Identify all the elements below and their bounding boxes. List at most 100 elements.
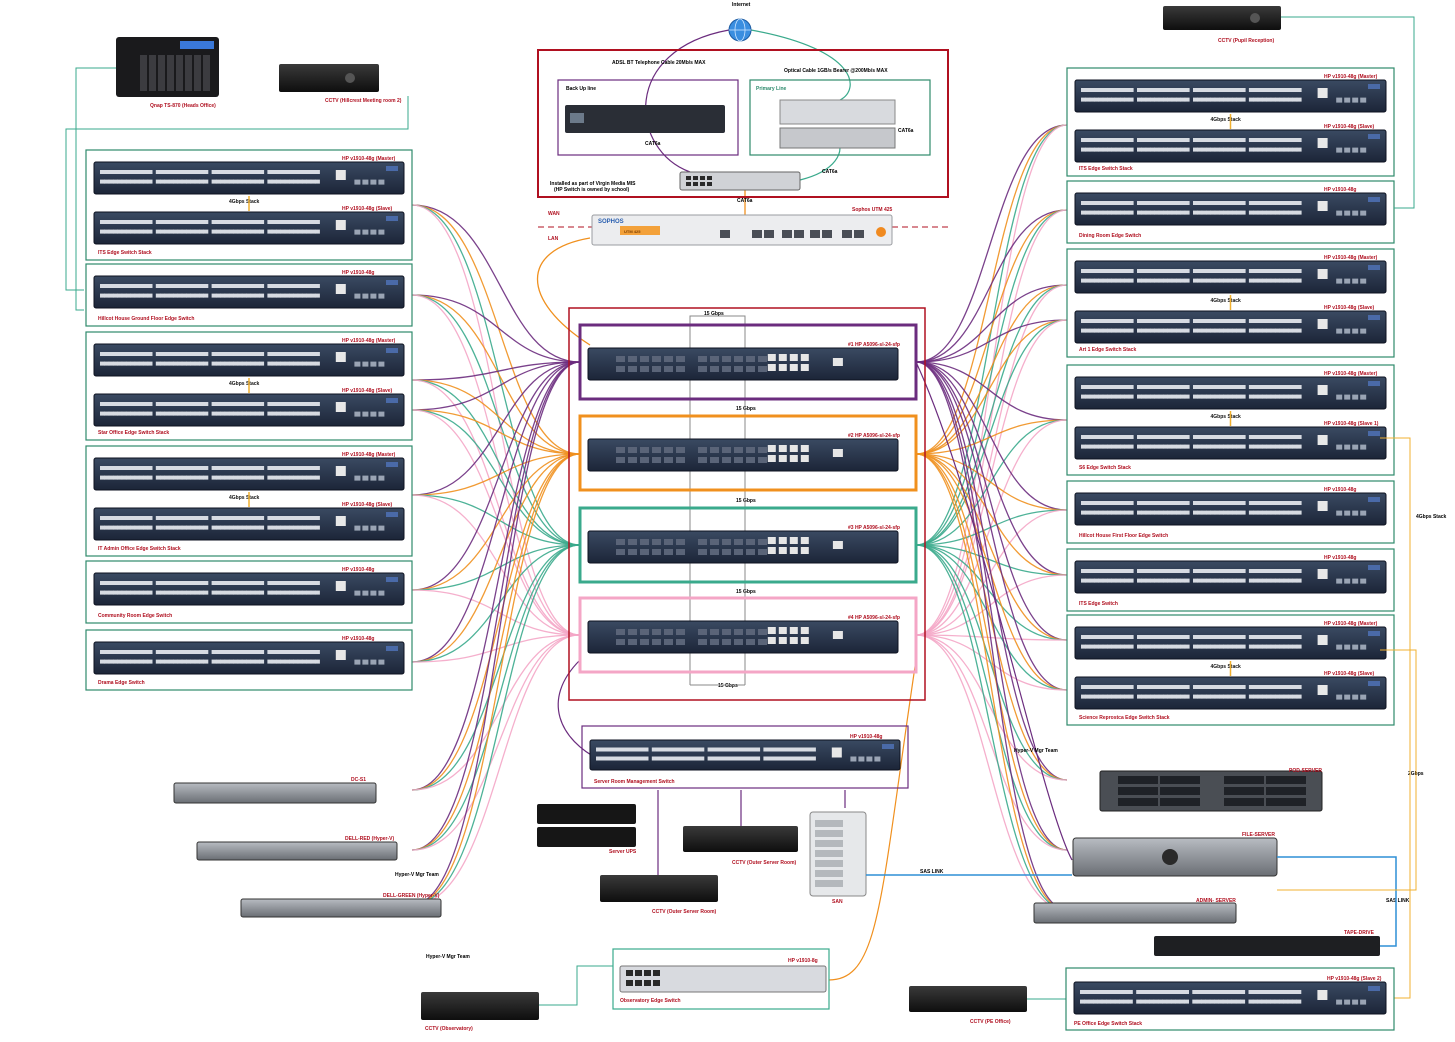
pe-switch-model: HP v1910-48g (Slave 2) [1327, 976, 1382, 982]
right-switch-2-1 [1074, 192, 1387, 226]
optical-label: Optical Cable 1GB/s Bearer @200Mb/s MAX [784, 68, 888, 74]
mgmt-switch [589, 739, 901, 771]
right-group-1: HP v1910-48g (Master)HP v1910-48g (Slave… [1066, 67, 1395, 177]
left-switch-label-3-1: HP v1910-48g (Master) [342, 338, 396, 344]
core-gbps-bottom: 15 Gbps [718, 683, 738, 689]
right-switch-7-1 [1074, 626, 1387, 660]
tape-drive-label: TAPE-DRIVE [1344, 930, 1375, 936]
observatory-ports [626, 970, 660, 986]
right-switch-1-2 [1074, 129, 1387, 163]
core-switches: #1 HP A5096-sl-24-sfp#2 HP A5096-sl-24-s… [578, 323, 918, 674]
core-gbps-top: 15 Gbps [704, 311, 724, 317]
cctv-hillcrest-dvr [279, 64, 379, 92]
dell-green-server [240, 898, 442, 918]
dell-red-server [196, 841, 398, 861]
primary-cat6a: CAT6a [898, 128, 914, 134]
sophos-power-icon [876, 227, 886, 237]
admin-server [1033, 902, 1237, 924]
right-switch-3-1 [1074, 260, 1387, 294]
sophos-lcd [620, 226, 660, 235]
file-server-label: FILE-SERVER [1242, 832, 1275, 838]
left-group-3: HP v1910-48g (Master)HP v1910-48g (Slave… [85, 331, 413, 441]
right-switch-label-2-1: HP v1910-48g [1324, 187, 1356, 193]
right-group-4: HP v1910-48g (Master)HP v1910-48g (Slave… [1066, 364, 1395, 476]
core-switch-label-3: #3 HP A5096-sl-24-sfp [848, 525, 900, 531]
dc-s1-label: DC-S1 [351, 777, 366, 783]
uplink-mesh [411, 29, 1073, 981]
admin-server-label: ADMIN- SERVER [1196, 898, 1236, 904]
sophos-ports [720, 230, 864, 238]
cctv-hillcrest-knob [345, 73, 355, 83]
firewall-cat6a: CAT6a [737, 198, 753, 204]
vm-switch-ports [686, 176, 712, 186]
right-group-7: HP v1910-48g (Master)HP v1910-48g (Slave… [1066, 614, 1395, 726]
right-group-title-3: Art 1 Edge Switch Stack [1079, 347, 1136, 353]
dell-green-label: DELL-GREEN (Hyper-V) [383, 893, 440, 899]
hyperv-mgr-team-2: Hyper-V Mgr Team [426, 954, 470, 960]
pod-server-label: POD-SERVER [1289, 768, 1322, 774]
adsl-router-led [570, 113, 584, 123]
pod-server-bays [1118, 776, 1306, 806]
hyperv-mgr-team-1: Hyper-V Mgr Team [395, 872, 439, 878]
left-switch-label-1-2: HP v1910-48g (Slave) [342, 206, 393, 212]
right-group-title-7: Science Reprostca Edge Switch Stack [1079, 715, 1170, 721]
core-gbps-2: 15 Gbps [736, 498, 756, 504]
4gbps-stack-label: 4Gbps Stack [1416, 514, 1447, 520]
right-switch-7-2 [1074, 676, 1387, 710]
sophos-lcd-text: UTM 425 [624, 229, 641, 234]
core-gbps-3: 15 Gbps [736, 589, 756, 595]
right-group-title-4: S6 Edge Switch Stack [1079, 465, 1131, 471]
right-group-title-2: Dining Room Edge Switch [1079, 233, 1141, 239]
left-switch-1-2 [93, 211, 405, 245]
left-switch-label-4-2: HP v1910-48g (Slave) [342, 502, 393, 508]
core-frame [568, 307, 926, 701]
core-switch-label-4: #4 HP A5096-sl-24-sfp [848, 615, 900, 621]
isp-frame [537, 49, 949, 198]
right-switch-label-3-2: HP v1910-48g (Slave) [1324, 305, 1375, 311]
internet-label: Internet [732, 2, 751, 8]
right-switch-4-2 [1074, 426, 1387, 460]
cctv-server-room-2-dvr [600, 875, 718, 902]
right-stack-label-3: 4Gbps Stack [1211, 298, 1242, 304]
left-switch-5-1 [93, 572, 405, 606]
observatory-frame [612, 948, 830, 1010]
core-frame-1 [578, 323, 918, 401]
sas-link-right: SAS LINK [1386, 898, 1410, 904]
left-switch-label-6-1: HP v1910-48g [342, 636, 374, 642]
left-switch-3-1 [93, 343, 405, 377]
right-group-title-6: ITS Edge Switch [1079, 601, 1118, 607]
cctv-pe-label: CCTV (PE Office) [970, 1019, 1011, 1025]
right-switch-1-1 [1074, 79, 1387, 113]
left-switch-1-1 [93, 161, 405, 195]
left-group-1: HP v1910-48g (Master) HP v1910-48g (Slave… [85, 149, 413, 261]
cctv-pupil-reception-dvr [1163, 6, 1281, 30]
pe-office-frame [1065, 967, 1395, 1031]
core-switch-4 [587, 620, 899, 654]
left-group-title-1: ITS Edge Switch Stack [98, 250, 152, 256]
primary-line-frame [749, 79, 931, 156]
pe-office-label: PE Office Edge Switch Stack [1074, 1021, 1142, 1027]
right-group-title-5: Hillcot House First Floor Edge Switch [1079, 533, 1168, 539]
left-switch-label-5-1: HP v1910-48g [342, 567, 374, 573]
ups-unit-1 [537, 804, 636, 824]
core-switch-2 [587, 438, 899, 472]
core-gbps-1: 15 Gbps [736, 406, 756, 412]
observatory-label: Observatory Edge Switch [620, 998, 681, 1004]
right-switch-5-1 [1074, 492, 1387, 526]
san-label: SAN [832, 899, 843, 905]
primary-line-label: Primary Line [756, 86, 787, 92]
mgmt-switch-body [589, 739, 901, 771]
pe-switch-body [1073, 981, 1387, 1015]
right-group-title-1: ITS Edge Switch Stack [1079, 166, 1133, 172]
router-cat6a: CAT6a [822, 169, 838, 175]
core-switch-label-2: #2 HP A5096-sl-24-sfp [848, 433, 900, 439]
left-switch-label-1-1: HP v1910-48g (Master) [342, 156, 396, 162]
cctv-pupil-knob [1250, 13, 1260, 23]
left-switch-3-2 [93, 393, 405, 427]
right-switch-label-4-2: HP v1910-48g (Slave 1) [1324, 421, 1379, 427]
left-stack-label-4: 4Gbps Stack [229, 495, 260, 501]
backup-line-label: Back Up line [566, 86, 596, 92]
